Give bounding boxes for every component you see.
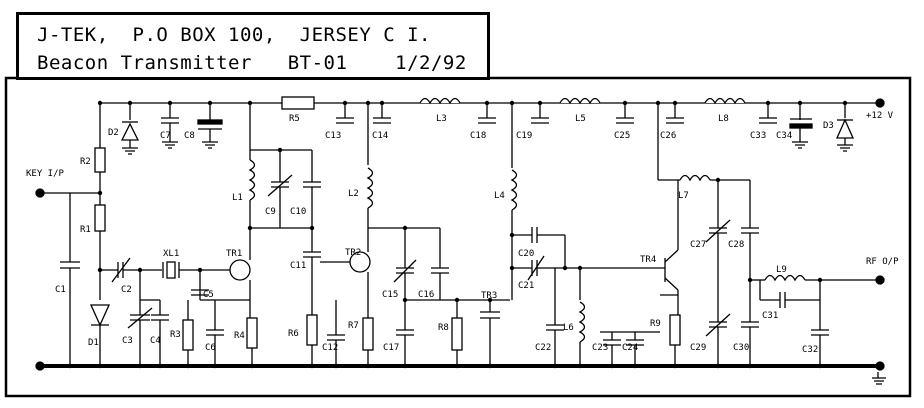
label-L8: L8 xyxy=(718,114,729,124)
D3-body xyxy=(835,118,855,139)
label-C9: C9 xyxy=(265,207,276,217)
label-L3: L3 xyxy=(436,114,447,124)
label-R1: R1 xyxy=(80,225,91,235)
label-C28: C28 xyxy=(728,240,744,250)
label-C26: C26 xyxy=(660,131,676,141)
label-L5: L5 xyxy=(575,114,586,124)
label-C32: C32 xyxy=(802,345,818,355)
label-C7: C7 xyxy=(160,131,171,141)
R7-body xyxy=(362,317,374,351)
label-C2: C2 xyxy=(121,285,132,295)
label-C16: C16 xyxy=(418,290,434,300)
label-C25: C25 xyxy=(614,131,630,141)
label-C18: C18 xyxy=(470,131,486,141)
label-C13: C13 xyxy=(325,131,341,141)
label-C14: C14 xyxy=(372,131,388,141)
R8-body xyxy=(451,317,463,351)
label-XL1: XL1 xyxy=(163,249,179,259)
D1-body xyxy=(89,304,111,327)
label-TR1: TR1 xyxy=(226,249,242,259)
label-D2: D2 xyxy=(108,128,119,138)
supply-terminal xyxy=(875,98,885,108)
title-address: J-TEK, P.O BOX 100, JERSEY C I. xyxy=(37,24,431,46)
D2-body xyxy=(120,122,140,141)
key-input-label: KEY I/P xyxy=(26,169,65,179)
label-C11: C11 xyxy=(290,261,306,271)
L4-coil xyxy=(510,169,518,211)
label-C27: C27 xyxy=(690,240,706,250)
label-R9: R9 xyxy=(650,319,661,329)
R9-body xyxy=(669,314,681,346)
label-R5: R5 xyxy=(289,114,300,124)
label-C12: C12 xyxy=(322,343,338,353)
L8-coil xyxy=(704,97,746,105)
label-C30: C30 xyxy=(733,343,749,353)
label-D3: D3 xyxy=(823,121,834,131)
L1-coil xyxy=(248,159,256,201)
rf-output-terminal xyxy=(875,275,885,285)
R1-body xyxy=(94,204,106,232)
label-L4: L4 xyxy=(494,191,505,201)
label-L7: L7 xyxy=(678,191,689,201)
title-block: J-TEK, P.O BOX 100, JERSEY C I. Beacon T… xyxy=(16,12,490,80)
label-L6: L6 xyxy=(563,323,574,333)
supply-label: +12 V xyxy=(866,111,894,121)
label-TR2: TR2 xyxy=(345,248,361,258)
L9-coil xyxy=(764,274,806,282)
label-L2: L2 xyxy=(348,189,359,199)
label-R3: R3 xyxy=(170,330,181,340)
L7-coil xyxy=(679,174,711,182)
label-R6: R6 xyxy=(288,329,299,339)
label-C31: C31 xyxy=(762,311,778,321)
label-R7: R7 xyxy=(348,321,359,331)
ground-symbol-right xyxy=(872,372,886,385)
label-C3: C3 xyxy=(122,336,133,346)
label-R2: R2 xyxy=(80,157,91,167)
L5-coil xyxy=(559,97,601,105)
label-C15: C15 xyxy=(382,290,398,300)
ground-terminal-right xyxy=(875,361,885,371)
label-C33: C33 xyxy=(750,131,766,141)
ground-symbol-d2 xyxy=(122,147,138,155)
L6-coil xyxy=(578,301,586,343)
label-C1: C1 xyxy=(55,285,66,295)
label-L1: L1 xyxy=(232,193,243,203)
outer-frame xyxy=(4,76,912,398)
ground-terminal-left xyxy=(35,361,45,371)
label-C24: C24 xyxy=(622,343,638,353)
label-C22: C22 xyxy=(535,343,551,353)
XL1-body xyxy=(166,261,176,279)
L2-coil xyxy=(366,167,374,209)
label-C5: C5 xyxy=(203,290,214,300)
label-C20: C20 xyxy=(518,249,534,259)
label-C29: C29 xyxy=(690,343,706,353)
label-R8: R8 xyxy=(438,323,449,333)
label-D1: D1 xyxy=(88,338,99,348)
R4-body xyxy=(246,317,258,349)
R2-body xyxy=(94,147,106,173)
R6-body xyxy=(306,314,318,346)
label-TR3: TR3 xyxy=(481,291,497,301)
label-L9: L9 xyxy=(776,265,787,275)
label-C10: C10 xyxy=(290,207,306,217)
label-C17: C17 xyxy=(383,343,399,353)
R5-body xyxy=(281,96,315,110)
label-C34: C34 xyxy=(776,131,792,141)
label-R4: R4 xyxy=(234,331,245,341)
label-C8: C8 xyxy=(184,131,195,141)
label-C21: C21 xyxy=(518,281,534,291)
L3-coil xyxy=(419,97,461,105)
label-C4: C4 xyxy=(150,336,161,346)
label-C6: C6 xyxy=(205,343,216,353)
label-C23: C23 xyxy=(592,343,608,353)
rf-output-label: RF O/P xyxy=(866,257,899,267)
R3-body xyxy=(182,319,194,351)
title-product: Beacon Transmitter BT-01 1/2/92 xyxy=(37,52,467,74)
label-TR4: TR4 xyxy=(640,255,656,265)
TR1-body xyxy=(229,259,251,281)
label-C19: C19 xyxy=(516,131,532,141)
